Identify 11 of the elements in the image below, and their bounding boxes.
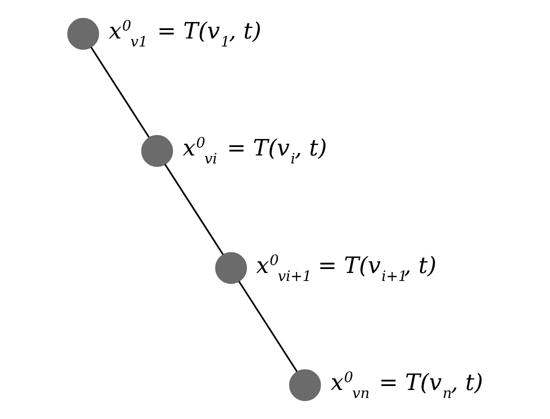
node-circle [140, 135, 173, 167]
node-label: x$^{0}$$_{vi}$ = T(v$_{i}$, t) [182, 136, 327, 168]
node-circle [288, 369, 320, 402]
connector [90, 46, 150, 138]
connector [164, 164, 224, 255]
node-label: x$^{0}$$_{vn}$ = T(v$_{n}$, t) [330, 370, 483, 402]
connector [238, 280, 298, 372]
node-circle [66, 18, 99, 50]
node-circle [214, 252, 246, 284]
node-label: x$^{0}$$_{vi+1}$ = T(v$_{i+1}$, t) [256, 252, 436, 285]
node-label: x$^{0}$$_{v1}$ = T(v$_{1}$, t) [108, 18, 261, 51]
